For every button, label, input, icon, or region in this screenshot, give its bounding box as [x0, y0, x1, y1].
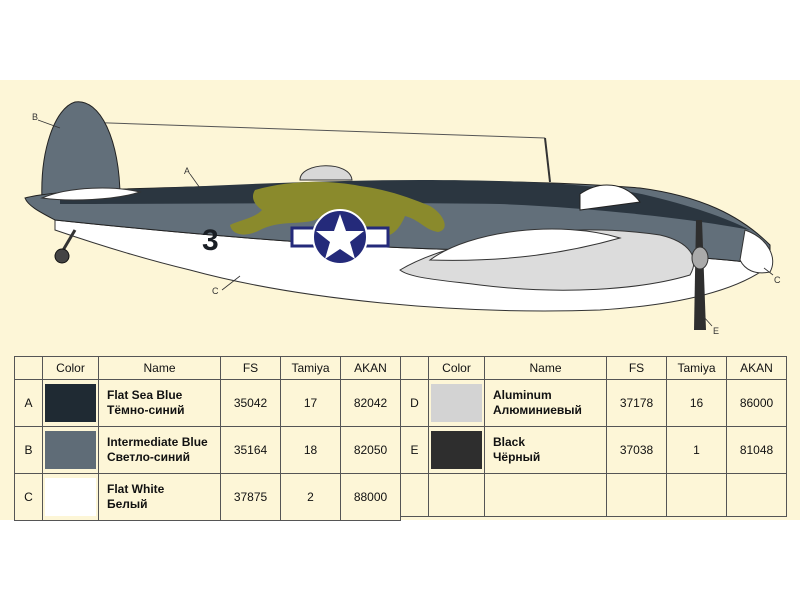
color-swatch	[42, 426, 99, 474]
akan-code: 88000	[340, 473, 401, 521]
row-key: E	[400, 426, 429, 474]
row-key: A	[14, 379, 43, 427]
nose-art-octopus	[230, 181, 445, 237]
tamiya-code: 16	[666, 379, 727, 427]
header-fs: FS	[220, 356, 281, 380]
insignia-star	[316, 214, 364, 259]
row-key: C	[14, 473, 43, 521]
color-swatch	[428, 426, 485, 474]
header-color: Color	[42, 356, 99, 380]
header-akan: AKAN	[340, 356, 401, 380]
tamiya-code: 1	[666, 426, 727, 474]
tamiya-code: 17	[280, 379, 341, 427]
color-swatch	[428, 379, 485, 427]
callout-e: E	[713, 326, 719, 336]
header-color: Color	[428, 356, 485, 380]
wing-upper	[428, 228, 622, 261]
canopy	[579, 184, 641, 211]
side-number: 3	[202, 224, 219, 257]
fs-code: 37038	[606, 426, 667, 474]
fs-code: 37875	[220, 473, 281, 521]
akan-code: 82042	[340, 379, 401, 427]
fs-code: 35042	[220, 379, 281, 427]
tamiya-code: 18	[280, 426, 341, 474]
paint-table-left: Color Name FS Tamiya AKAN A Flat Sea Blu…	[14, 356, 401, 521]
akan-code: 81048	[726, 426, 787, 474]
spinner	[691, 246, 709, 270]
callout-c-nose: C	[774, 275, 781, 285]
fs-code: 37178	[606, 379, 667, 427]
header-name: Name	[98, 356, 221, 380]
tail-fin	[41, 101, 121, 201]
header-akan: AKAN	[726, 356, 787, 380]
table-header-row: Color Name FS Tamiya AKAN	[14, 356, 401, 380]
tamiya-code: 2	[280, 473, 341, 521]
callout-c: C	[212, 286, 219, 296]
header-key	[400, 356, 429, 380]
header-name: Name	[484, 356, 607, 380]
callout-a: A	[184, 166, 190, 176]
fs-code: 35164	[220, 426, 281, 474]
header-fs: FS	[606, 356, 667, 380]
fuselage-top	[60, 180, 750, 230]
color-swatch	[42, 473, 99, 521]
dorsal-turret	[299, 165, 353, 181]
table-row-empty	[400, 473, 787, 517]
row-key: D	[400, 379, 429, 427]
color-swatch	[42, 379, 99, 427]
header-tamiya: Tamiya	[666, 356, 727, 380]
akan-code: 82050	[340, 426, 401, 474]
aircraft-profile: 3 B A C C E	[24, 101, 781, 336]
callout-b: B	[32, 112, 38, 122]
tailplane	[40, 187, 142, 201]
header-key	[14, 356, 43, 380]
nose-cone	[739, 229, 774, 274]
tail-wheel	[54, 248, 70, 264]
row-key: B	[14, 426, 43, 474]
akan-code: 86000	[726, 379, 787, 427]
header-tamiya: Tamiya	[280, 356, 341, 380]
table-header-row: Color Name FS Tamiya AKAN	[400, 356, 787, 380]
